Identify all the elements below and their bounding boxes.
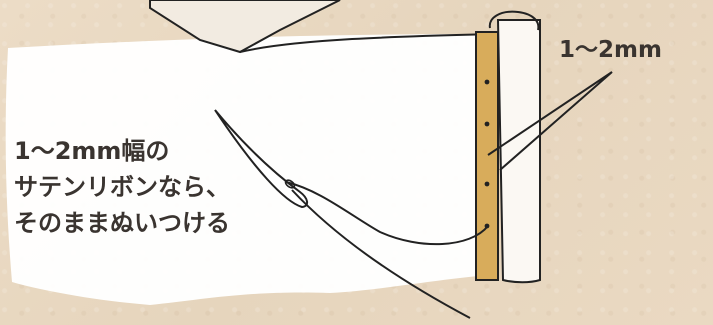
- tag-line: [239, 33, 499, 53]
- pointer-line: [487, 71, 613, 171]
- stitch-dot-2: [484, 121, 490, 127]
- instruction-note: 1〜2mm幅の サテンリボンなら、 そのままぬいつける: [14, 133, 230, 241]
- note-line-3: そのままぬいつける: [14, 209, 230, 237]
- note-line-1: 1〜2mm幅の: [14, 137, 170, 165]
- fold-strip: [496, 19, 541, 284]
- width-label: 1〜2mm: [559, 37, 662, 63]
- fabric-panel: [5, 34, 479, 305]
- thread: [285, 181, 489, 246]
- needle: [214, 109, 308, 209]
- ribbon: [475, 31, 499, 281]
- thread-tail: [291, 189, 471, 319]
- stitch-dot-1: [484, 79, 490, 85]
- note-line-2: サテンリボンなら、: [14, 173, 230, 201]
- needle-eye: [284, 179, 296, 189]
- stitch-dot-3: [484, 181, 490, 187]
- fold-curl: [488, 10, 540, 31]
